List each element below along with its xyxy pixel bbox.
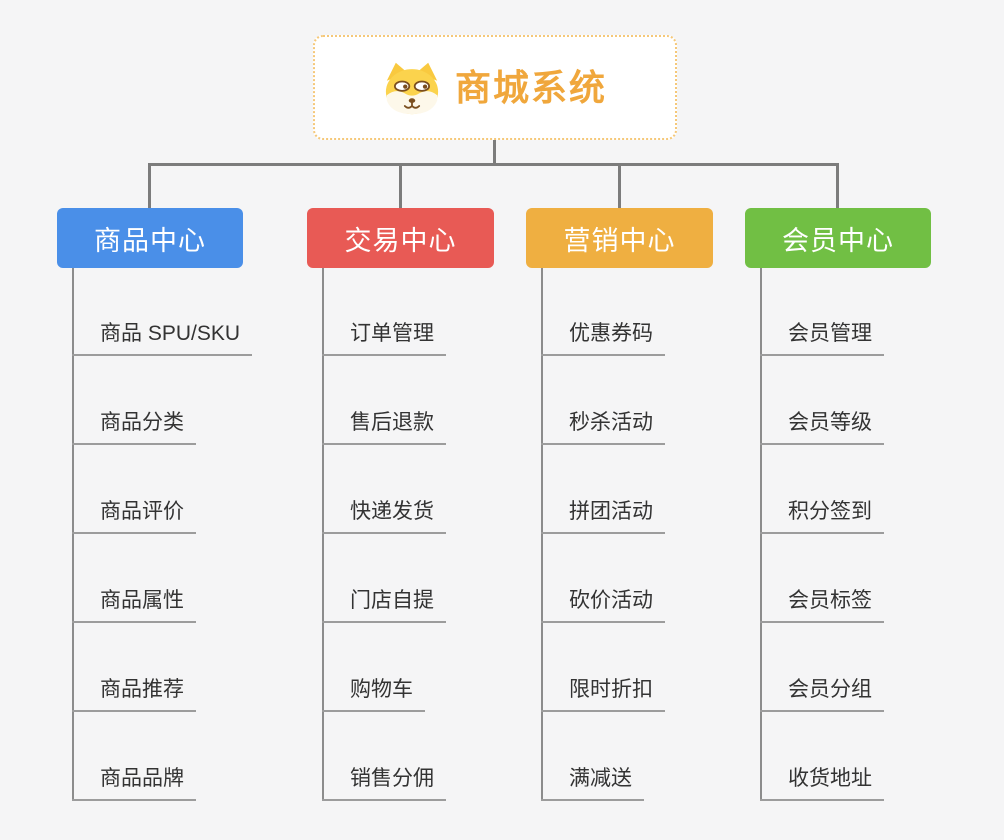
- root-title: 商城系统: [454, 66, 607, 108]
- leaf-node[interactable]: 购物车: [322, 676, 425, 712]
- leaf-node[interactable]: 砍价活动: [541, 587, 665, 623]
- shiba-dog-icon: [383, 61, 441, 115]
- branch-drop-connector: [148, 163, 151, 208]
- leaf-node[interactable]: 商品 SPU/SKU: [72, 320, 253, 356]
- leaf-node[interactable]: 会员等级: [760, 409, 884, 445]
- branch-drop-connector: [399, 163, 402, 208]
- branch-drop-connector: [836, 163, 839, 208]
- leaf-node[interactable]: 秒杀活动: [541, 409, 665, 445]
- leaf-node[interactable]: 限时折扣: [541, 676, 665, 712]
- leaf-node[interactable]: 收货地址: [760, 765, 884, 801]
- branch-trunk-connector: [541, 268, 543, 801]
- leaf-node[interactable]: 积分签到: [760, 498, 884, 534]
- leaf-node[interactable]: 满减送: [541, 765, 644, 801]
- leaf-node[interactable]: 门店自提: [322, 587, 446, 623]
- leaf-node[interactable]: 售后退款: [322, 409, 446, 445]
- branch-header-product[interactable]: 商品中心: [57, 208, 243, 268]
- leaf-node[interactable]: 会员管理: [760, 320, 884, 356]
- root-node[interactable]: 商城系统: [313, 35, 677, 140]
- branch-trunk-connector: [322, 268, 324, 801]
- leaf-node[interactable]: 商品属性: [72, 587, 196, 623]
- branch-trunk-connector: [72, 268, 74, 801]
- branch-bus-connector: [148, 163, 839, 166]
- leaf-node[interactable]: 拼团活动: [541, 498, 665, 534]
- leaf-node[interactable]: 商品评价: [72, 498, 196, 534]
- branch-header-trade[interactable]: 交易中心: [307, 208, 494, 268]
- branch-trunk-connector: [760, 268, 762, 801]
- leaf-node[interactable]: 订单管理: [322, 320, 446, 356]
- leaf-node[interactable]: 快递发货: [322, 498, 446, 534]
- branch-header-marketing[interactable]: 营销中心: [526, 208, 713, 268]
- leaf-node[interactable]: 商品推荐: [72, 676, 196, 712]
- branch-header-member[interactable]: 会员中心: [745, 208, 931, 268]
- branch-drop-connector: [618, 163, 621, 208]
- leaf-node[interactable]: 商品分类: [72, 409, 196, 445]
- leaf-node[interactable]: 商品品牌: [72, 765, 196, 801]
- leaf-node[interactable]: 会员分组: [760, 676, 884, 712]
- leaf-node[interactable]: 销售分佣: [322, 765, 446, 801]
- root-stem-connector: [493, 140, 496, 163]
- leaf-node[interactable]: 会员标签: [760, 587, 884, 623]
- leaf-node[interactable]: 优惠券码: [541, 320, 665, 356]
